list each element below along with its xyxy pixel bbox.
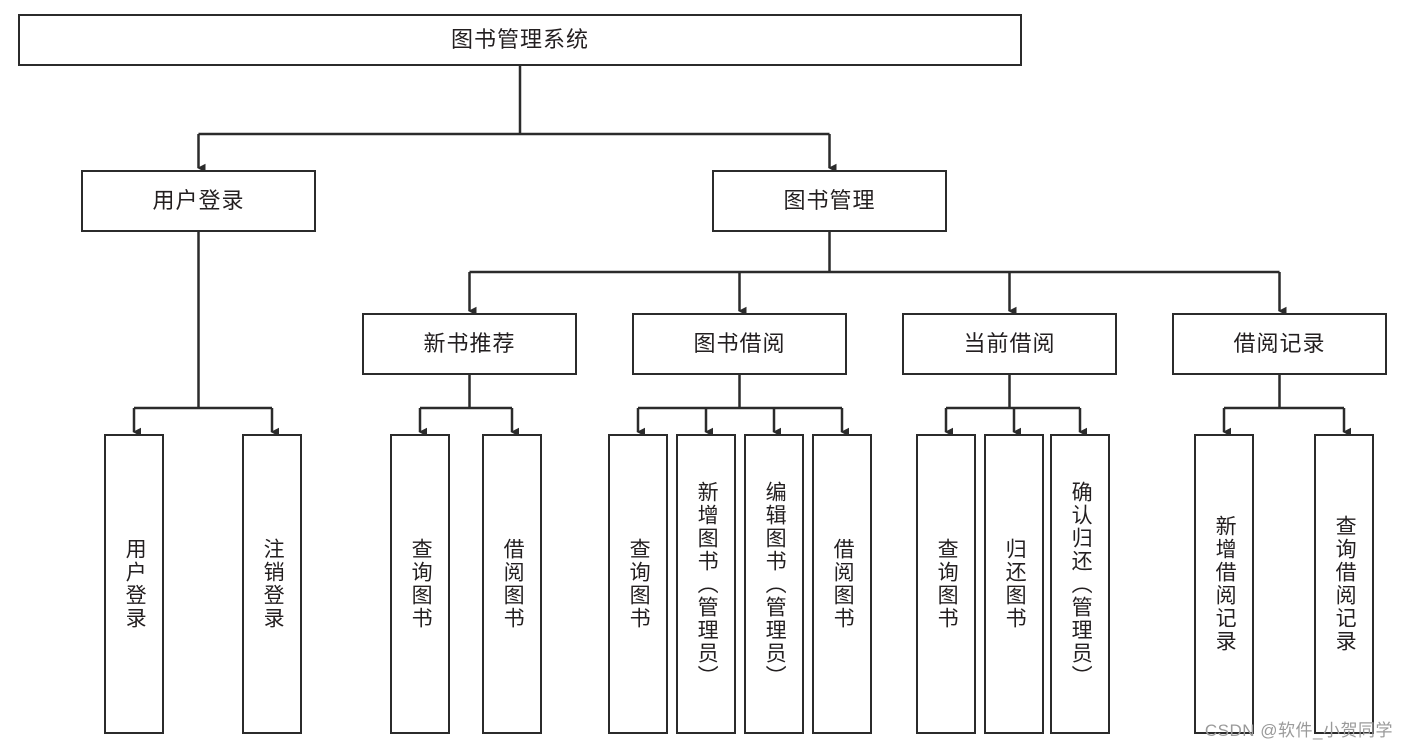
node-label: 新增借阅记录 [1213, 515, 1237, 653]
node-borrow-record[interactable]: 借阅记录 [1172, 313, 1387, 375]
node-leaf-user-login[interactable]: 用户登录 [104, 434, 164, 734]
node-leaf-add-record[interactable]: 新增借阅记录 [1194, 434, 1254, 734]
node-label: 查询图书 [409, 538, 433, 630]
node-label: 注销登录 [261, 538, 285, 630]
node-label: 查询图书 [627, 538, 651, 630]
node-book-management[interactable]: 图书管理 [712, 170, 947, 232]
node-label: 用户登录 [123, 538, 147, 630]
node-label: 新增图书（管理员） [695, 480, 719, 688]
node-current-borrow[interactable]: 当前借阅 [902, 313, 1117, 375]
node-label: 借阅图书 [501, 538, 525, 630]
node-new-book-recommend[interactable]: 新书推荐 [362, 313, 577, 375]
node-label: 借阅记录 [1233, 330, 1326, 356]
node-label: 查询图书 [935, 538, 959, 630]
node-leaf-query-record[interactable]: 查询借阅记录 [1314, 434, 1374, 734]
csdn-watermark: CSDN @软件_小贺同学 [1204, 721, 1393, 740]
node-label: 确认归还（管理员） [1069, 480, 1093, 688]
node-leaf-query-book-2[interactable]: 查询图书 [608, 434, 668, 734]
node-leaf-query-book-1[interactable]: 查询图书 [390, 434, 450, 734]
node-label: 编辑图书（管理员） [763, 480, 787, 688]
node-label: 归还图书 [1003, 538, 1027, 630]
node-leaf-confirm-return[interactable]: 确认归还（管理员） [1050, 434, 1110, 734]
node-leaf-return-book[interactable]: 归还图书 [984, 434, 1044, 734]
node-label: 图书管理 [783, 187, 876, 213]
node-label: 用户登录 [152, 187, 245, 213]
node-label: 查询借阅记录 [1333, 515, 1357, 653]
node-leaf-query-book-3[interactable]: 查询图书 [916, 434, 976, 734]
node-leaf-add-book[interactable]: 新增图书（管理员） [676, 434, 736, 734]
node-label: 当前借阅 [963, 330, 1056, 356]
node-book-borrow[interactable]: 图书借阅 [632, 313, 847, 375]
node-user-login[interactable]: 用户登录 [81, 170, 316, 232]
node-label: 新书推荐 [423, 330, 516, 356]
node-label: 图书管理系统 [450, 26, 589, 52]
node-label: 图书借阅 [693, 330, 786, 356]
node-leaf-edit-book[interactable]: 编辑图书（管理员） [744, 434, 804, 734]
node-leaf-borrow-book-1[interactable]: 借阅图书 [482, 434, 542, 734]
node-label: 借阅图书 [831, 538, 855, 630]
node-leaf-borrow-book-2[interactable]: 借阅图书 [812, 434, 872, 734]
node-leaf-logout[interactable]: 注销登录 [242, 434, 302, 734]
node-root[interactable]: 图书管理系统 [18, 14, 1022, 66]
